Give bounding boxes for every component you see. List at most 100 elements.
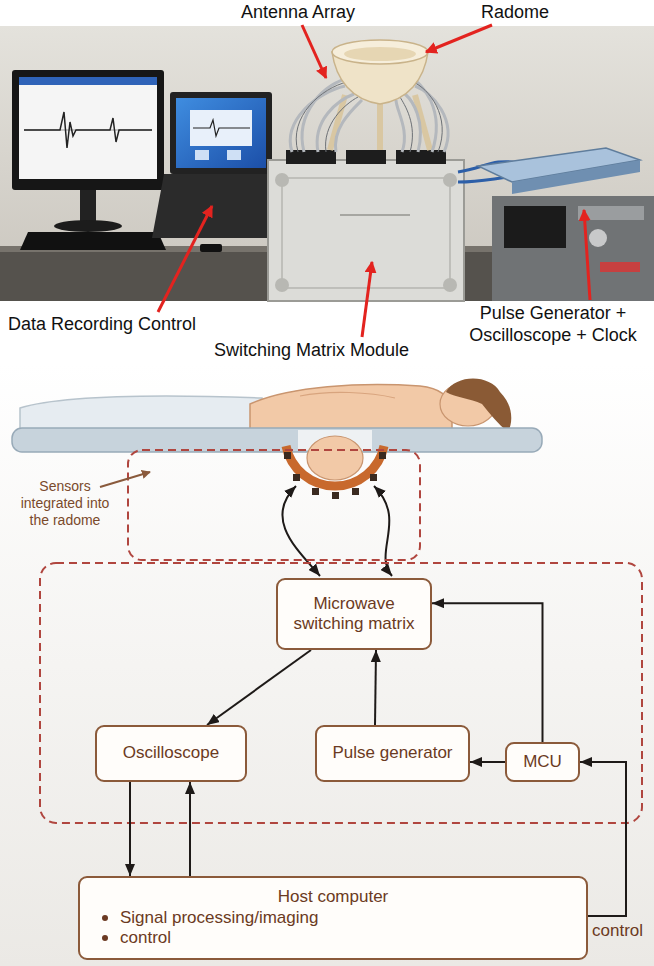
photo-label: Pulse Generator + Oscilloscope + Clock: [458, 303, 648, 346]
patient-illustration-part-part: [352, 488, 359, 495]
lab-photo: [0, 26, 654, 301]
lab-photo-part: [346, 150, 386, 164]
lab-photo-part-part: [296, 82, 347, 152]
leader-arrow-part: [362, 262, 372, 337]
patient-illustration-part: [446, 379, 511, 433]
patient-illustration-part: [300, 392, 395, 398]
lab-photo-part: [578, 206, 644, 220]
lab-photo-part: [377, 100, 383, 150]
connector-arrow: [432, 603, 543, 742]
process-box: Pulse generator: [315, 725, 470, 782]
lab-photo-part: [170, 92, 272, 174]
callout-label: Sensors integrated into the radome: [10, 478, 120, 528]
patient-illustration-part-part: [293, 474, 300, 481]
patient-illustration: [12, 379, 542, 500]
patient-illustration-part-part: [379, 452, 386, 459]
lab-photo-part: [443, 173, 457, 187]
patient-illustration-part: [250, 385, 452, 430]
lab-photo-part: [415, 95, 430, 150]
lab-photo-part-part: [335, 100, 362, 152]
box-text: MCU: [517, 752, 568, 772]
bullet-text: Signal processing/imaging: [120, 908, 318, 928]
label-text: Radome: [455, 2, 575, 24]
connector-arrow: [189, 782, 191, 876]
leader-arrow-part: [158, 206, 212, 312]
lab-photo-part: [600, 262, 640, 272]
box-text: Pulse generator: [327, 743, 458, 763]
dashed-region-part: [128, 450, 420, 560]
lab-photo-part: [20, 232, 166, 250]
lab-photo-part: [190, 110, 252, 146]
patient-illustration-part: [307, 436, 363, 480]
lab-photo-part: [589, 229, 607, 247]
patient-illustration-part: [12, 428, 542, 452]
process-box: Microwave switching matrix: [276, 578, 432, 650]
connector-arrow: [470, 761, 505, 763]
lab-photo-part-part: [396, 100, 404, 152]
lab-photo-part: [504, 206, 566, 248]
lab-photo-part: [282, 178, 450, 288]
lab-photo-part: [19, 77, 157, 85]
lab-photo-part-part: [405, 94, 420, 152]
lab-photo-part: [340, 214, 410, 216]
sensor-cable-part: [282, 486, 320, 576]
label-text: Switching Matrix Module: [214, 340, 444, 362]
lab-photo-part: [275, 278, 289, 292]
bullet-row: Signal processing/imaging: [90, 908, 576, 928]
lab-photo-part-part: [326, 97, 358, 152]
patient-illustration-part-part: [332, 492, 339, 499]
bullet-dot: [102, 915, 108, 921]
lab-photo-part: [332, 40, 428, 64]
box-text: Microwave switching matrix: [288, 594, 420, 635]
process-box: Oscilloscope: [95, 725, 247, 782]
lab-photo-part: [176, 98, 266, 168]
lab-photo-part: [227, 150, 241, 160]
dashed-region: [40, 450, 642, 823]
lab-photo-part: [24, 112, 152, 148]
photo-label: Switching Matrix Module: [214, 340, 444, 362]
lab-photo-part: [286, 150, 336, 164]
lab-photo-part: [12, 70, 164, 190]
lab-photo-part: [0, 26, 654, 301]
box-heading: Host computer: [90, 887, 576, 907]
host-computer-box: Host computerSignal processing/imagingco…: [78, 876, 588, 960]
lab-photo-part: [200, 244, 222, 252]
diagram-ground: [0, 364, 654, 966]
photo-label: Data Recording Control: [8, 314, 213, 336]
label-text: Sensors integrated into the radome: [10, 478, 120, 528]
edge-label-text: control: [592, 921, 643, 941]
leader-arrow: [158, 25, 590, 337]
bullet-row: control: [90, 928, 576, 948]
lab-photo-part-part: [413, 82, 442, 152]
lab-photo-part-part: [400, 97, 412, 152]
patient-illustration-part-part: [370, 474, 377, 481]
lab-photo-part: [344, 47, 416, 61]
lab-photo-part: [19, 77, 157, 179]
lab-photo-part: [195, 150, 209, 160]
lab-photo-part: [275, 173, 289, 187]
lab-photo-part: [193, 120, 250, 136]
label-text: Pulse Generator + Oscilloscope + Clock: [458, 303, 648, 346]
connector-arrow: [207, 650, 311, 725]
label-text: Data Recording Control: [8, 314, 213, 336]
lab-photo-part: [80, 190, 96, 222]
lab-photo-part: [268, 160, 464, 301]
connector-arrow: [129, 782, 131, 876]
edge-label: control: [592, 921, 643, 941]
patient-illustration-part: [286, 446, 384, 486]
photo-label: Radome: [455, 2, 575, 24]
pointer-arrow: [100, 472, 150, 487]
label-text: Antenna Array: [218, 2, 378, 24]
lab-photo-part: [54, 220, 122, 232]
leader-arrow-part: [584, 210, 590, 300]
bullet-text: control: [120, 928, 171, 948]
patient-illustration-part: [284, 452, 386, 499]
box-text: Oscilloscope: [107, 743, 235, 763]
lab-photo-part: [443, 278, 457, 292]
patient-illustration-part-part: [312, 488, 319, 495]
connector-arrow: [375, 650, 376, 725]
patient-illustration-part-part: [284, 452, 291, 459]
